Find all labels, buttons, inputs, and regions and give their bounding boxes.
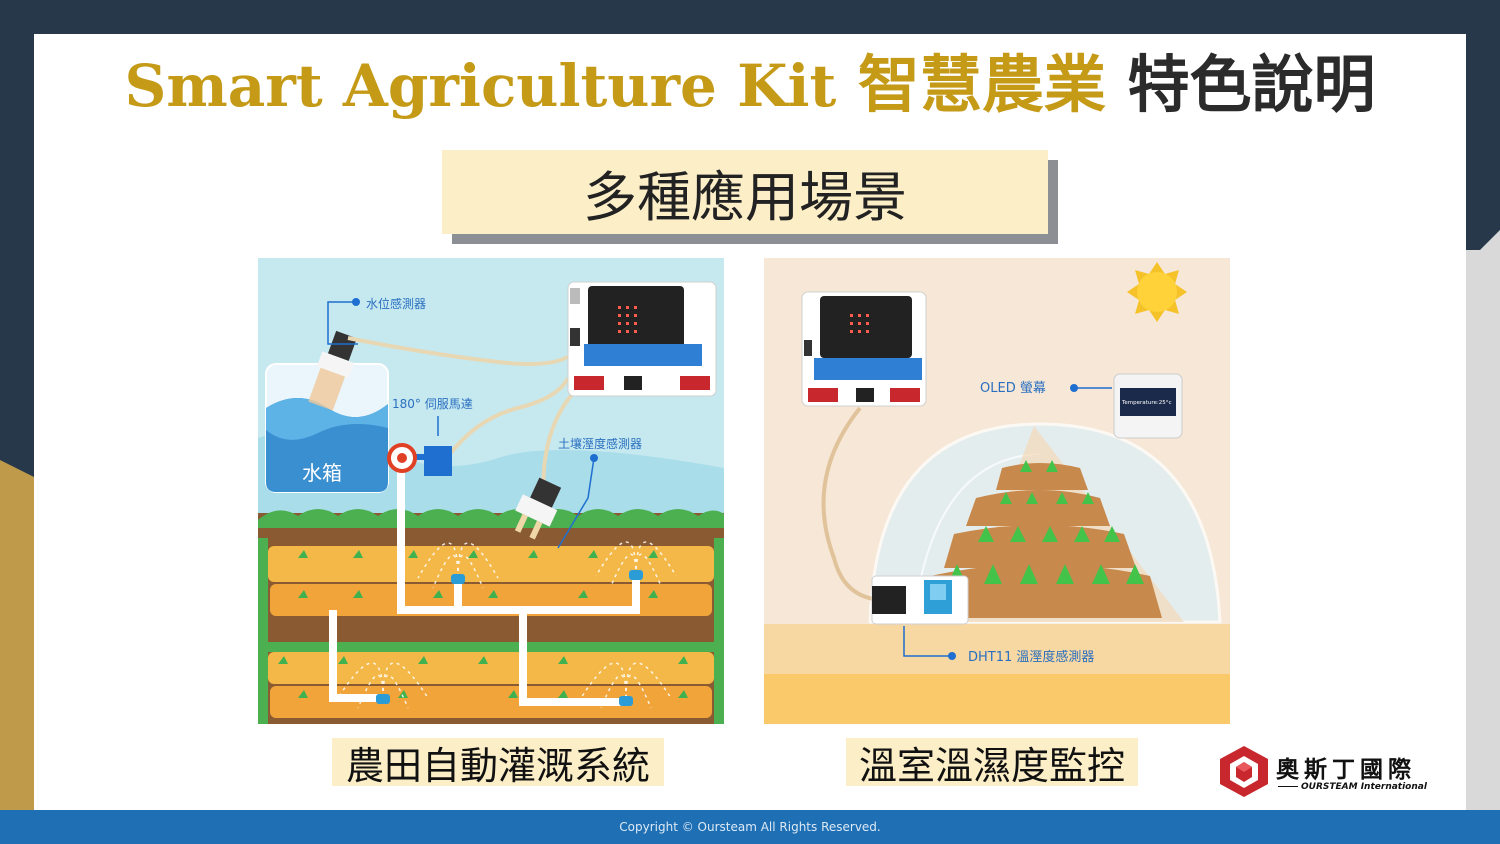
irrigation-illustration: 水箱 — [258, 258, 724, 724]
oled-label: OLED 螢幕 — [980, 381, 1046, 396]
decor-gold-block — [0, 490, 40, 820]
dht11-label: DHT11 溫溼度感測器 — [968, 649, 1094, 665]
water-level-sensor-label: 水位感測器 — [366, 296, 426, 311]
caption-greenhouse: 溫室溫濕度監控 — [846, 738, 1138, 788]
oled-screen-text: Temperature:25°c — [1121, 400, 1171, 406]
title-highlight: 智慧農業 — [857, 48, 1106, 121]
logo-name-en-text: OURSTEAM International — [1301, 782, 1427, 792]
tank-label: 水箱 — [302, 461, 342, 485]
logo-name-en: OURSTEAM International — [1278, 782, 1427, 792]
title-english: Smart Agriculture Kit — [124, 52, 837, 120]
slide-card: Smart Agriculture Kit 智慧農業 特色說明 多種應用場景 — [34, 34, 1466, 810]
greenhouse-illustration: Temperature:25°c OLED 螢幕 DHT11 溫溼度感測器 — [764, 258, 1230, 724]
title-chinese: 特色說明 — [1127, 48, 1376, 121]
servo-label: 180° 伺服馬達 — [392, 397, 473, 411]
slide-title: Smart Agriculture Kit 智慧農業 特色說明 — [34, 46, 1466, 124]
logo-cube-icon — [1220, 746, 1268, 797]
copyright-text: Copyright © Oursteam All Rights Reserved… — [619, 820, 881, 834]
company-logo: 奧斯丁國際 OURSTEAM International — [1218, 744, 1428, 800]
logo-name-zh: 奧斯丁國際 — [1276, 757, 1416, 783]
footer: Copyright © Oursteam All Rights Reserved… — [0, 810, 1500, 844]
subtitle-box: 多種應用場景 — [442, 150, 1048, 234]
soil-sensor-label: 土壤溼度感測器 — [558, 436, 642, 451]
logo-line — [1278, 786, 1298, 787]
caption-irrigation: 農田自動灌溉系統 — [332, 738, 664, 788]
